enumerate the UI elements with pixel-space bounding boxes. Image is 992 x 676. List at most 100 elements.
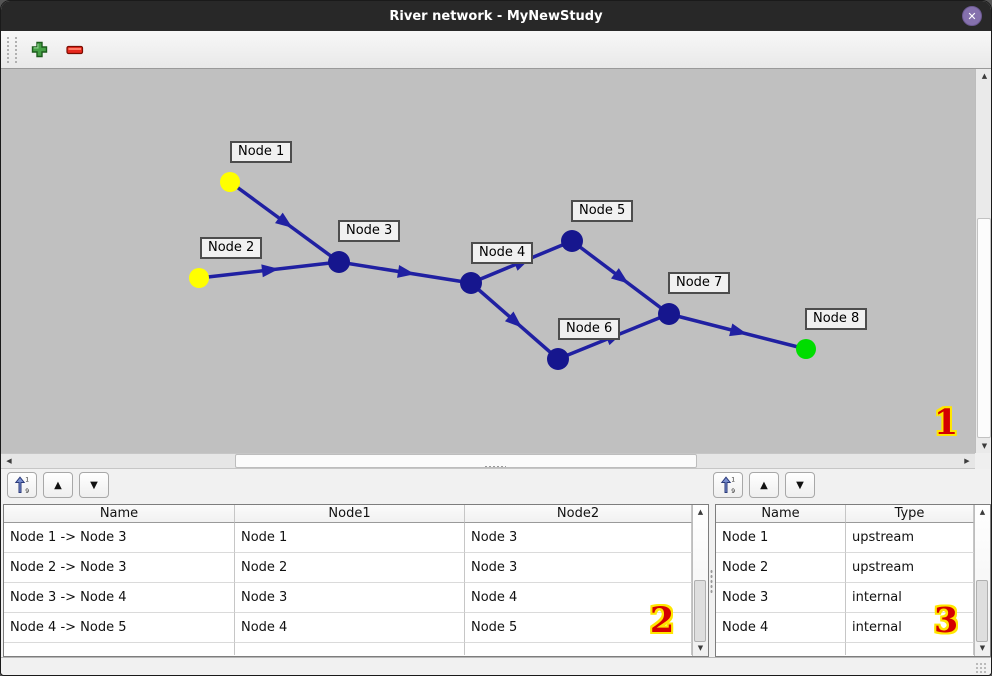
column-header[interactable]: Name	[716, 505, 846, 523]
table-cell[interactable]: Node 3	[235, 583, 465, 613]
network-node[interactable]	[460, 272, 482, 294]
up-arrow-icon: ▲	[760, 479, 768, 491]
svg-text:9: 9	[731, 488, 735, 494]
canvas-vscrollbar-thumb[interactable]	[977, 218, 991, 438]
network-node[interactable]	[658, 303, 680, 325]
edge-arrow-icon	[610, 268, 629, 284]
table-cell[interactable]: Node 4	[235, 613, 465, 643]
nodes-move-up-button[interactable]: ▲	[749, 472, 779, 498]
column-header[interactable]: Node2	[465, 505, 692, 523]
scroll-up-icon[interactable]: ▲	[981, 71, 988, 80]
table-cell[interactable]: Node 5	[465, 613, 692, 643]
table-cell[interactable]: Node 2	[235, 553, 465, 583]
table-cell[interactable]: Node 4	[716, 613, 846, 643]
scroll-down-icon[interactable]: ▼	[979, 644, 986, 652]
nodes-move-down-button[interactable]: ▼	[785, 472, 815, 498]
network-node[interactable]	[547, 348, 569, 370]
scroll-right-icon[interactable]: ▶	[964, 456, 970, 465]
network-node[interactable]	[220, 172, 240, 192]
table-cell[interactable]: internal	[846, 613, 974, 643]
network-node[interactable]	[189, 268, 209, 288]
edge-arrow-icon	[504, 311, 523, 328]
column-header[interactable]: Name	[4, 505, 235, 523]
column-header[interactable]: Node1	[235, 505, 465, 523]
splitter-handle-horizontal[interactable]	[484, 465, 506, 468]
table-row-partial	[716, 643, 990, 655]
reaches-table-toolbar: 1 9 ▲ ▼	[7, 472, 109, 498]
som-mark-nodes-table: 3	[933, 600, 959, 641]
table-cell	[235, 643, 465, 655]
svg-text:1: 1	[731, 477, 735, 484]
nodes-table-scrollbar[interactable]: ▲ ▼	[974, 505, 990, 656]
table-cell[interactable]: Node 1	[235, 523, 465, 553]
table-cell[interactable]: Node 2 -> Node 3	[4, 553, 235, 583]
title-bar: River network - MyNewStudy ✕	[1, 1, 991, 31]
plus-icon	[31, 41, 47, 58]
close-button[interactable]: ✕	[962, 6, 982, 26]
sort-ascending-icon: 1 9	[720, 476, 735, 494]
table-cell[interactable]: Node 4 -> Node 5	[4, 613, 235, 643]
scroll-up-icon[interactable]: ▲	[979, 508, 986, 516]
table-cell[interactable]: Node 3	[716, 583, 846, 613]
scroll-down-icon[interactable]: ▼	[981, 441, 988, 450]
network-node[interactable]	[796, 339, 816, 359]
node-label: Node 5	[571, 200, 634, 222]
reaches-sort-button[interactable]: 1 9	[7, 472, 37, 498]
reaches-move-up-button[interactable]: ▲	[43, 472, 73, 498]
node-label: Node 8	[805, 308, 868, 330]
up-arrow-icon: ▲	[54, 479, 62, 491]
reaches-scrollbar-thumb[interactable]	[694, 580, 706, 642]
table-cell[interactable]: Node 1 -> Node 3	[4, 523, 235, 553]
table-cell[interactable]: internal	[846, 583, 974, 613]
nodes-sort-button[interactable]: 1 9	[713, 472, 743, 498]
network-node[interactable]	[328, 251, 350, 273]
som-mark-canvas: 1	[933, 402, 959, 443]
nodes-table-toolbar: 1 9 ▲ ▼	[713, 472, 815, 498]
scroll-left-icon[interactable]: ◀	[6, 456, 12, 465]
column-header[interactable]: Type	[846, 505, 974, 523]
canvas-vertical-scrollbar[interactable]: ▲ ▼	[975, 69, 991, 453]
table-cell[interactable]: Node 2	[716, 553, 846, 583]
toolbar-drag-handle[interactable]	[7, 36, 17, 63]
table-cell[interactable]: Node 1	[716, 523, 846, 553]
table-cell[interactable]: Node 3	[465, 523, 692, 553]
resize-grip-icon[interactable]	[975, 662, 987, 674]
canvas-horizontal-scrollbar[interactable]: ◀ ▶	[1, 453, 975, 469]
table-cell[interactable]: Node 3	[465, 553, 692, 583]
reaches-move-down-button[interactable]: ▼	[79, 472, 109, 498]
remove-button[interactable]	[61, 36, 89, 64]
node-label: Node 3	[338, 220, 401, 242]
add-button[interactable]	[25, 36, 53, 64]
table-cell[interactable]: upstream	[846, 523, 974, 553]
table-cell	[716, 643, 846, 655]
table-cell[interactable]: upstream	[846, 553, 974, 583]
sort-ascending-icon: 1 9	[14, 476, 29, 494]
table-cell[interactable]: Node 4	[465, 583, 692, 613]
svg-text:9: 9	[25, 488, 29, 494]
close-icon: ✕	[967, 9, 977, 23]
scrollbar-corner	[975, 453, 991, 469]
splitter-handle-vertical[interactable]	[710, 569, 713, 595]
table-cell[interactable]: Node 3 -> Node 4	[4, 583, 235, 613]
canvas-hscrollbar-thumb[interactable]	[235, 454, 697, 468]
scroll-down-icon[interactable]: ▼	[697, 644, 704, 652]
node-label: Node 4	[471, 242, 534, 264]
reaches-table-scrollbar[interactable]: ▲ ▼	[692, 505, 708, 656]
nodes-scrollbar-thumb[interactable]	[976, 580, 988, 642]
network-node[interactable]	[561, 230, 583, 252]
scroll-up-icon[interactable]: ▲	[697, 508, 704, 516]
